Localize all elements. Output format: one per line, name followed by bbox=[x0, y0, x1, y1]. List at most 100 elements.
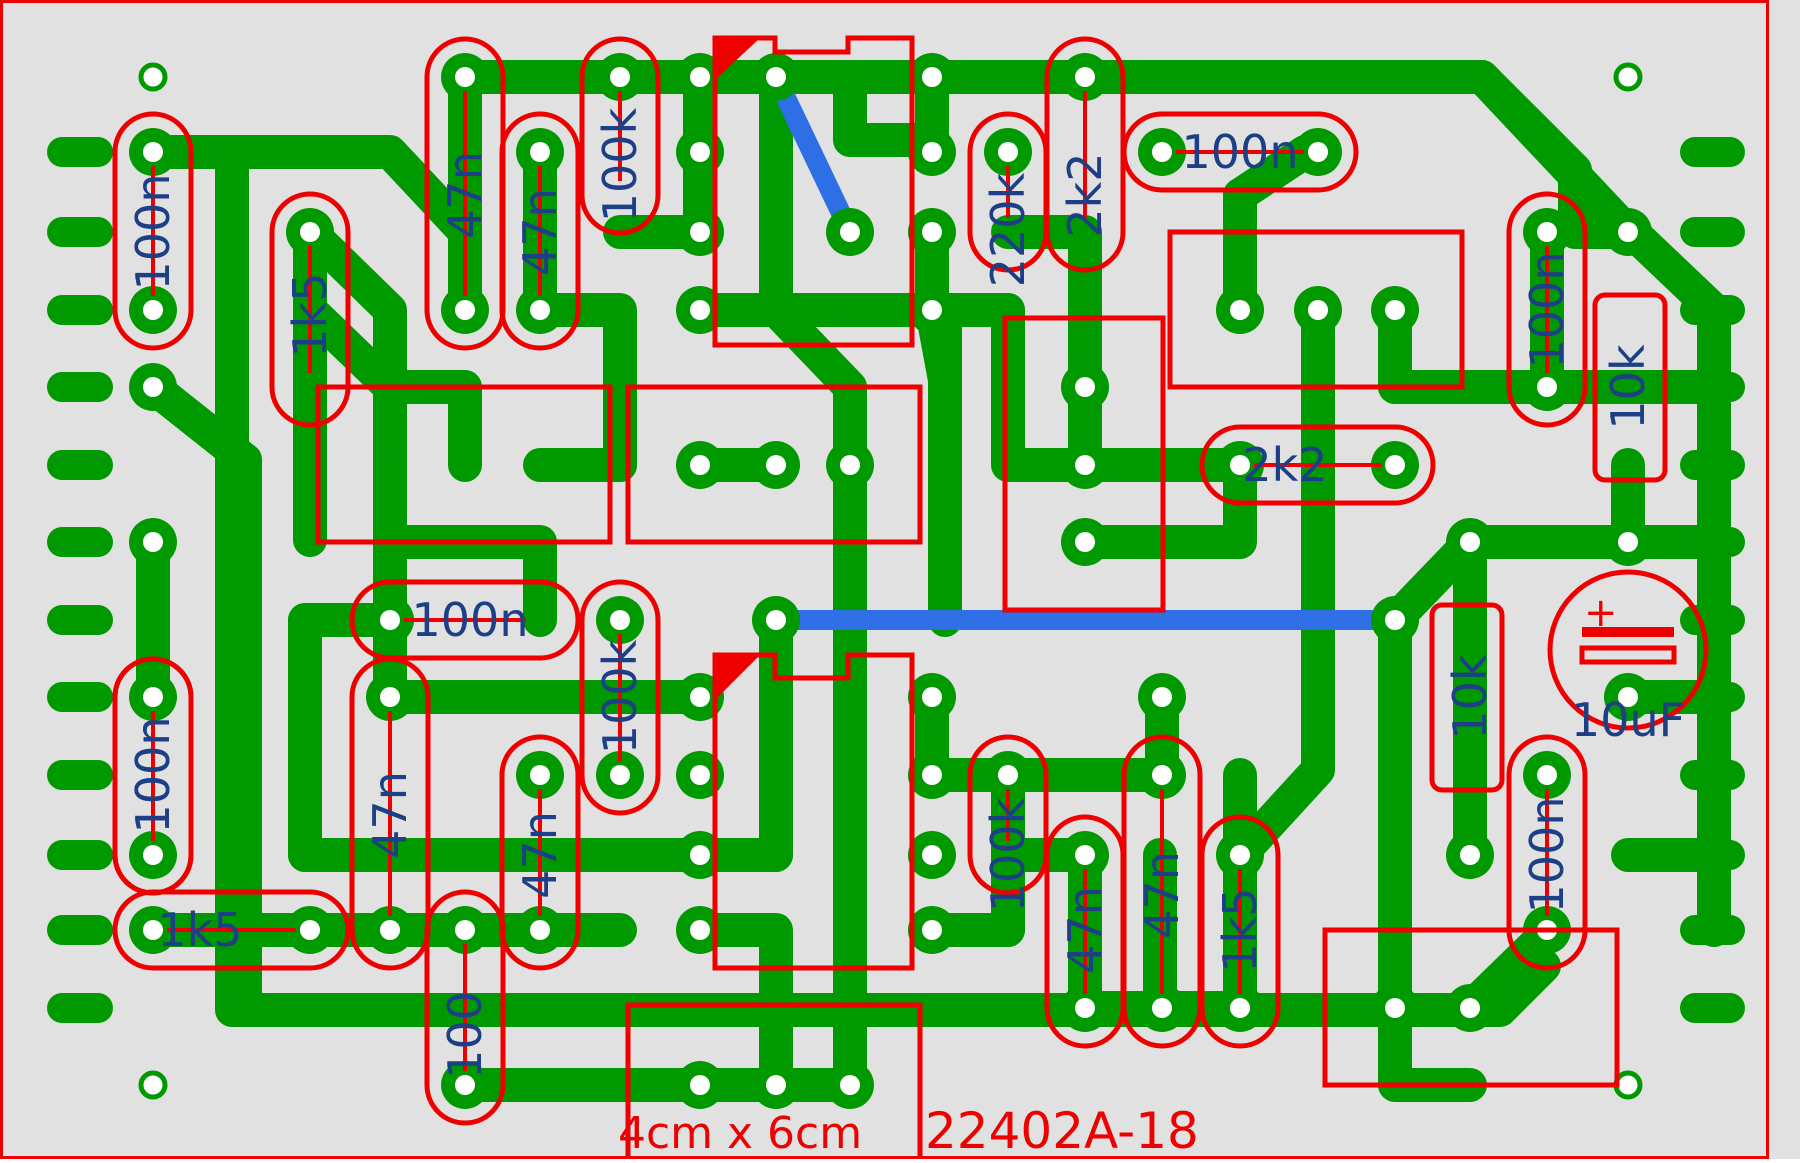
pad-hole-38 bbox=[840, 455, 860, 475]
c4-value-label: 47n bbox=[513, 188, 567, 276]
pad-hole-13 bbox=[455, 300, 475, 320]
ic1-pin1-marker bbox=[715, 38, 760, 80]
c14-plate-2 bbox=[1579, 645, 1677, 665]
c9-outline bbox=[349, 656, 431, 971]
r7-value-label: 100k bbox=[593, 639, 647, 754]
pad-hole-71 bbox=[1460, 845, 1480, 865]
p5-outline bbox=[1322, 927, 1620, 1088]
c7-outline bbox=[349, 579, 581, 661]
pad-hole-35 bbox=[766, 610, 786, 630]
pad-hole-6 bbox=[143, 920, 163, 940]
r12-body bbox=[1429, 602, 1505, 793]
c12-value-label: 47n bbox=[1135, 851, 1189, 939]
pad-hole-24 bbox=[690, 142, 710, 162]
c14-plate bbox=[1582, 627, 1674, 637]
pad-hole-30 bbox=[690, 845, 710, 865]
ic2-outline bbox=[712, 652, 915, 971]
pad-hole-4 bbox=[143, 687, 163, 707]
pad-hole-3 bbox=[143, 532, 163, 552]
pad-hole-67 bbox=[1385, 455, 1405, 475]
mounting-hole-bl bbox=[138, 1070, 168, 1100]
c13-outline bbox=[1506, 734, 1588, 971]
pad-hole-10 bbox=[380, 687, 400, 707]
pad-hole-5 bbox=[143, 845, 163, 865]
pad-hole-69 bbox=[1385, 998, 1405, 1018]
pad-hole-16 bbox=[530, 142, 550, 162]
mounting-hole-tl bbox=[138, 62, 168, 92]
r10-value-label: 100k bbox=[981, 797, 1035, 912]
pad-hole-1 bbox=[143, 300, 163, 320]
pad-hole-33 bbox=[766, 67, 786, 87]
pad-hole-29 bbox=[690, 765, 710, 785]
p1-outline bbox=[315, 384, 613, 545]
pad-hole-43 bbox=[922, 300, 942, 320]
r6-body bbox=[1592, 292, 1668, 483]
pad-hole-48 bbox=[998, 142, 1018, 162]
silkscreen bbox=[315, 35, 1709, 1163]
pad-hole-7 bbox=[300, 222, 320, 242]
pad-hole-11 bbox=[380, 920, 400, 940]
pad-hole-61 bbox=[1230, 455, 1250, 475]
pad-hole-73 bbox=[1537, 222, 1557, 242]
mounting-hole-br bbox=[1613, 1070, 1643, 1100]
pad-hole-58 bbox=[1152, 765, 1172, 785]
ic1-outline bbox=[712, 35, 915, 348]
pad-hole-51 bbox=[1075, 377, 1095, 397]
r8-value-label: 1k5 bbox=[157, 903, 242, 957]
pad-hole-47 bbox=[922, 920, 942, 940]
r11-value-label: 1k5 bbox=[1213, 887, 1267, 972]
passive-outlines bbox=[112, 36, 1588, 1126]
c9-value-label: 47n bbox=[363, 771, 417, 859]
r10-outline bbox=[967, 734, 1049, 896]
c14-plus: + bbox=[1584, 590, 1618, 636]
pad-hole-66 bbox=[1385, 300, 1405, 320]
pad-hole-72 bbox=[1460, 998, 1480, 1018]
c13-value-label: 100n bbox=[1520, 797, 1574, 914]
ic2-pin1-marker bbox=[715, 655, 760, 700]
c11-value-label: 47n bbox=[1058, 886, 1112, 974]
r2-value-label: 100k bbox=[593, 107, 647, 222]
pad-hole-42 bbox=[922, 222, 942, 242]
c10-value-label: 47n bbox=[513, 811, 567, 899]
board-size-label: 4cm x 6cm bbox=[618, 1108, 862, 1159]
pad-hole-37 bbox=[840, 222, 860, 242]
pad-hole-2 bbox=[143, 377, 163, 397]
r6-value-label: 10k bbox=[1601, 344, 1655, 430]
pad-hole-20 bbox=[610, 67, 630, 87]
p2-outline bbox=[625, 384, 923, 545]
pad-hole-31 bbox=[690, 920, 710, 940]
mounting-holes bbox=[138, 62, 1643, 1100]
c4-outline bbox=[499, 111, 581, 351]
c2-value-label: 100n bbox=[126, 717, 180, 834]
pad-hole-62 bbox=[1230, 845, 1250, 865]
pad-hole-21 bbox=[610, 610, 630, 630]
r4-value-label: 2k2 bbox=[1058, 152, 1112, 237]
pad-hole-12 bbox=[455, 67, 475, 87]
jumper-wires bbox=[766, 67, 1405, 630]
pad-hole-41 bbox=[922, 142, 942, 162]
pad-hole-18 bbox=[530, 765, 550, 785]
pad-hole-44 bbox=[922, 687, 942, 707]
pad-hole-63 bbox=[1230, 998, 1250, 1018]
c3-value-label: 47n bbox=[438, 151, 492, 239]
pad-hole-78 bbox=[1618, 532, 1638, 552]
pad-hole-17 bbox=[530, 300, 550, 320]
pad-hole-79 bbox=[1618, 687, 1638, 707]
c6-outline bbox=[1506, 191, 1588, 428]
pad-hole-32 bbox=[690, 1075, 710, 1095]
pad-hole-9 bbox=[380, 610, 400, 630]
pad-hole-77 bbox=[1618, 222, 1638, 242]
pad-hole-26 bbox=[690, 300, 710, 320]
c1-value-label: 100n bbox=[126, 174, 180, 291]
p3-outline bbox=[1002, 315, 1166, 613]
pad-hole-0 bbox=[143, 142, 163, 162]
r9-value-label: 100 bbox=[438, 991, 492, 1079]
c14-value-label: 10uF bbox=[1571, 693, 1685, 747]
pad-hole-52 bbox=[1075, 455, 1095, 475]
pad-hole-23 bbox=[690, 67, 710, 87]
pad-hole-34 bbox=[766, 455, 786, 475]
pad-hole-74 bbox=[1537, 377, 1557, 397]
p4-outline bbox=[1167, 229, 1465, 390]
